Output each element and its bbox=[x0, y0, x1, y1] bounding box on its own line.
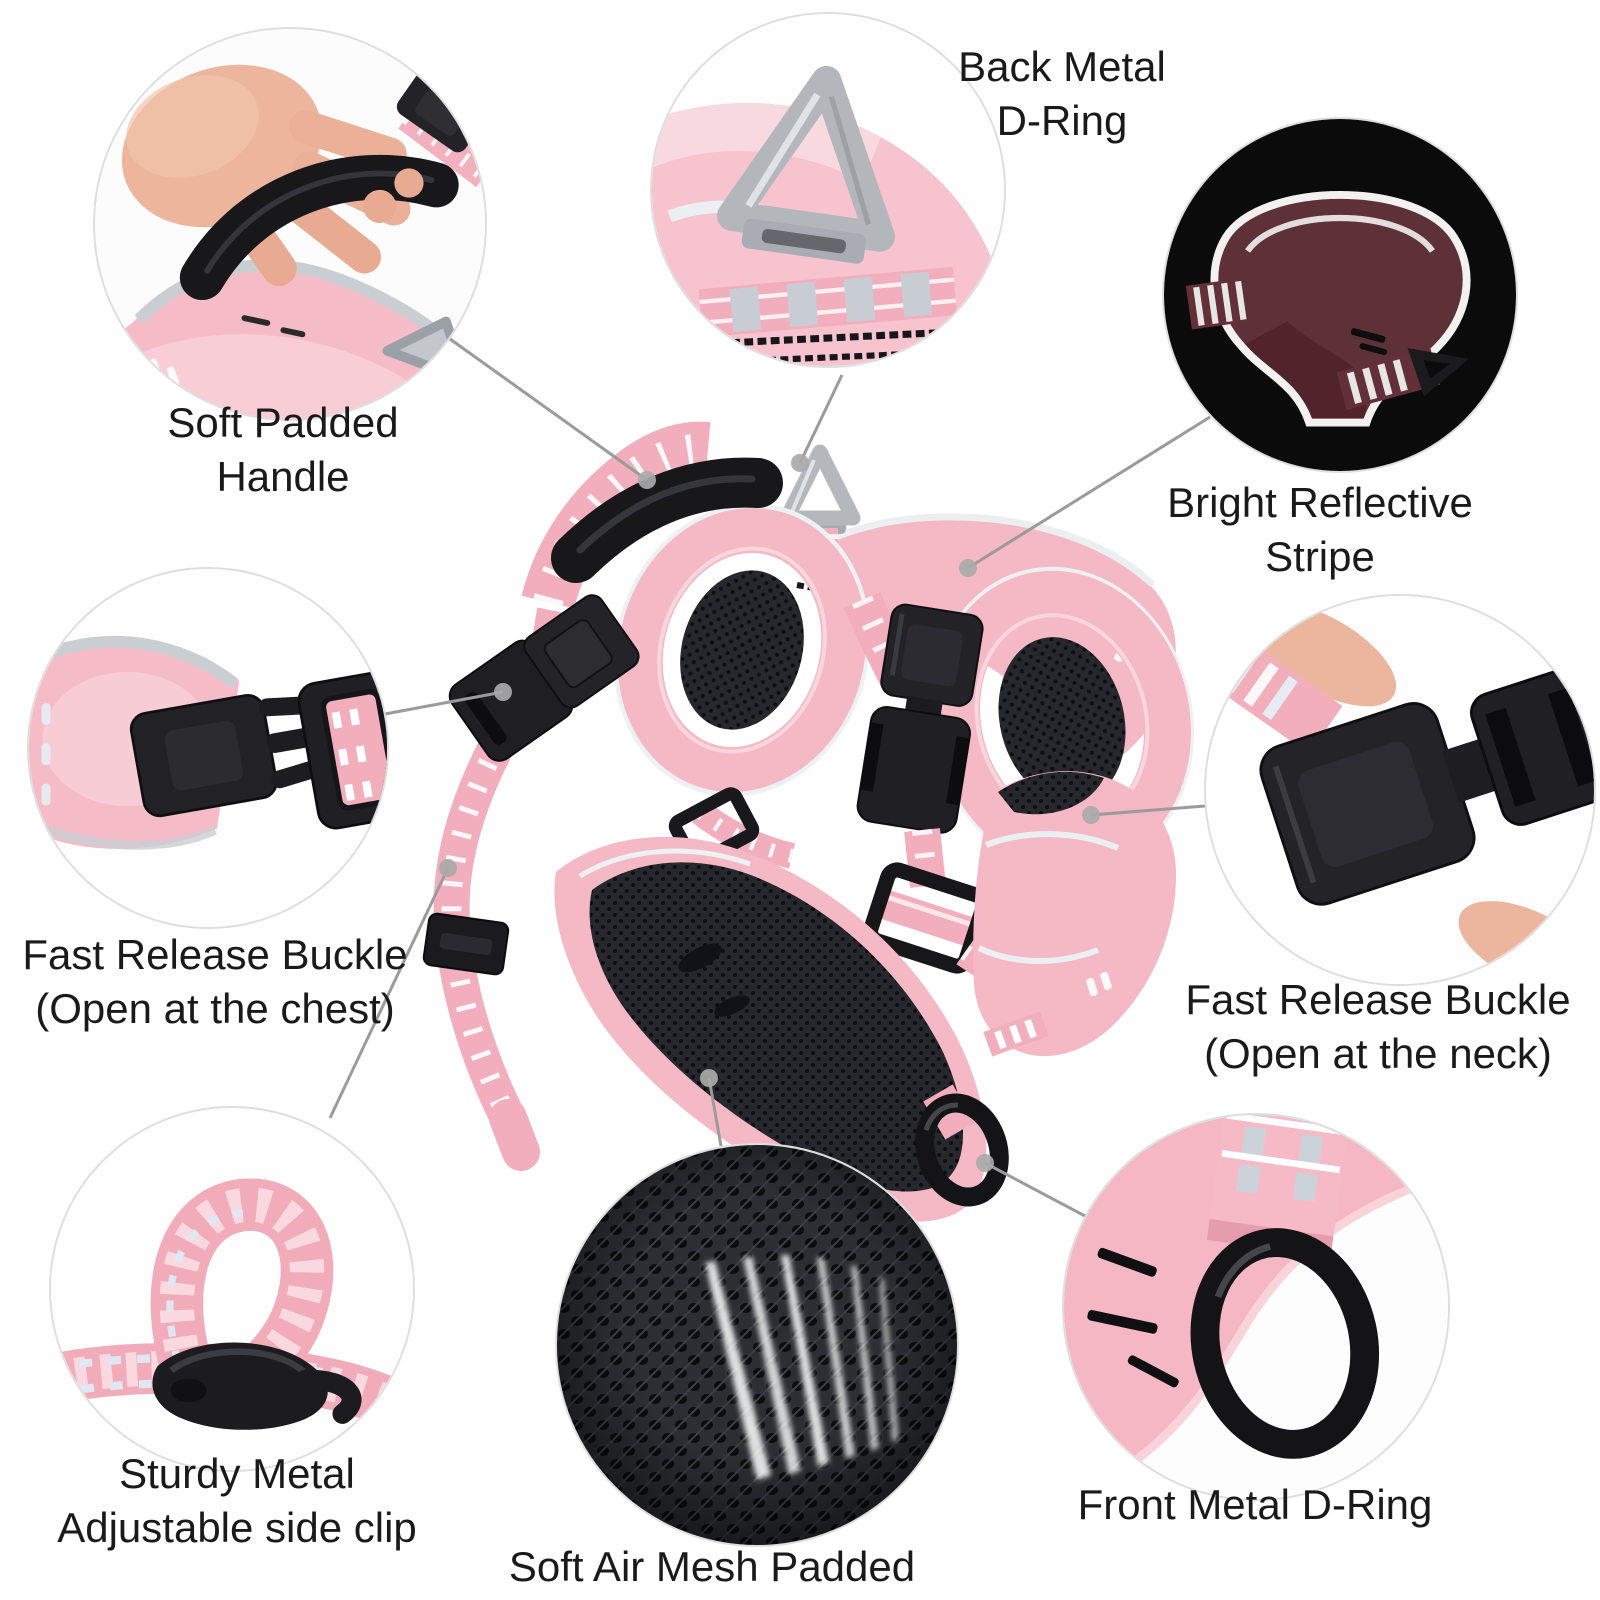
callout-photo-front-metal-d-ring bbox=[1062, 1113, 1450, 1501]
callout-photo-soft-air-mesh bbox=[555, 1143, 959, 1547]
side-clip-photo bbox=[51, 1108, 413, 1470]
harness-neck-buckle bbox=[856, 603, 984, 834]
air-flow-streaks bbox=[705, 1255, 899, 1481]
callout-photo-fast-release-buckle-chest bbox=[27, 567, 389, 929]
front-d-ring-photo bbox=[1064, 1115, 1448, 1499]
label-text: Handle bbox=[216, 453, 350, 500]
harness-right-chest-piece bbox=[973, 771, 1177, 1057]
label-front-metal-d-ring: Front Metal D-Ring bbox=[1078, 1478, 1433, 1532]
harness-neck-loop bbox=[613, 503, 871, 797]
label-text: D-Ring bbox=[996, 97, 1128, 144]
label-soft-air-mesh-padded: Soft Air Mesh Padded bbox=[509, 1540, 915, 1594]
label-text: Stripe bbox=[1265, 533, 1375, 580]
harness-front-d-ring bbox=[915, 1084, 1009, 1207]
label-text: Sturdy Metal bbox=[119, 1450, 355, 1497]
connector-lines bbox=[328, 337, 1211, 1218]
reflective-webbing bbox=[698, 266, 958, 338]
label-text: (Open at the neck) bbox=[1204, 1030, 1552, 1077]
chest-buckle-photo bbox=[29, 569, 387, 927]
callout-photo-soft-padded-handle bbox=[93, 27, 487, 421]
label-back-metal-d-ring: Back Metal D-Ring bbox=[958, 40, 1166, 148]
air-mesh-photo bbox=[557, 1145, 957, 1545]
callout-photo-bright-reflective-stripe bbox=[1162, 117, 1518, 473]
harness-chest-buckle-strap bbox=[422, 594, 640, 1171]
callout-photo-back-metal-d-ring bbox=[650, 12, 1006, 368]
neck-buckle-photo bbox=[1206, 596, 1594, 984]
label-text: Soft Padded bbox=[167, 399, 399, 446]
harness-padded-handle bbox=[521, 421, 783, 609]
label-text: Front Metal D-Ring bbox=[1077, 1481, 1433, 1528]
label-bright-reflective-stripe: Bright Reflective Stripe bbox=[1167, 476, 1473, 584]
callout-photo-fast-release-buckle-neck bbox=[1204, 594, 1596, 986]
handle-closeup-photo bbox=[95, 29, 485, 419]
label-text: Back Metal bbox=[958, 43, 1166, 90]
callout-photo-sturdy-metal-side-clip bbox=[49, 1106, 415, 1472]
label-soft-padded-handle: Soft Padded Handle bbox=[167, 396, 398, 504]
black-d-ring bbox=[1190, 1228, 1380, 1459]
label-text: Fast Release Buckle bbox=[1185, 976, 1571, 1023]
black-metal-clip bbox=[152, 1342, 362, 1430]
label-fast-release-buckle-neck: Fast Release Buckle (Open at the neck) bbox=[1185, 973, 1570, 1081]
webbing-loop bbox=[150, 1178, 334, 1394]
d-ring-closeup-photo bbox=[652, 14, 1004, 366]
reflective-stripe-photo bbox=[1164, 119, 1516, 471]
harness-chest-pad bbox=[554, 836, 987, 1222]
label-text: Adjustable side clip bbox=[57, 1504, 417, 1551]
label-fast-release-buckle-chest: Fast Release Buckle (Open at the chest) bbox=[22, 928, 407, 1036]
silver-triangle-ring bbox=[716, 65, 896, 264]
label-sturdy-metal-side-clip: Sturdy Metal Adjustable side clip bbox=[57, 1447, 417, 1555]
harness-photo bbox=[422, 421, 1195, 1222]
label-text: (Open at the chest) bbox=[35, 985, 395, 1032]
label-text: Fast Release Buckle bbox=[22, 931, 408, 978]
webbing-and-triangle bbox=[1336, 347, 1469, 410]
webbing-stub-left bbox=[1185, 278, 1248, 330]
label-text: Soft Air Mesh Padded bbox=[508, 1543, 916, 1590]
label-text: Bright Reflective bbox=[1167, 479, 1473, 526]
buckle-open bbox=[1259, 667, 1594, 906]
